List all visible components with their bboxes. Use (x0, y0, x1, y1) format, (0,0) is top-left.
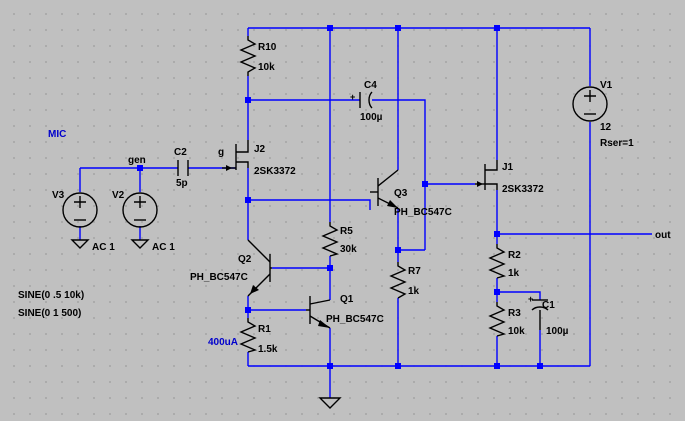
label-r5: R5 (340, 226, 353, 237)
value-r5: 30k (340, 244, 357, 255)
capacitor-c2[interactable] (177, 160, 189, 176)
wires (79, 27, 652, 398)
label-r2: R2 (508, 250, 521, 261)
net-label-g: g (218, 147, 224, 158)
svg-text:+: + (528, 294, 533, 304)
label-j2: J2 (254, 144, 266, 155)
value-c2: 5p (176, 178, 188, 189)
value-j2: 2SK3372 (254, 166, 296, 177)
value-v2: AC 1 (152, 242, 175, 253)
voltage-source-v3[interactable] (62, 192, 98, 228)
label-v1: V1 (600, 80, 613, 91)
label-q3: Q3 (394, 188, 408, 199)
ground-symbol-v3 (70, 239, 90, 249)
value-r7: 1k (408, 286, 420, 297)
value-q3: PH_BC547C (394, 207, 452, 218)
transistor-q3[interactable] (370, 169, 399, 209)
value-j1: 2SK3372 (502, 184, 544, 195)
voltage-source-v1[interactable] (572, 86, 608, 122)
label-v2: V2 (112, 190, 125, 201)
resistor-r2[interactable] (488, 244, 507, 279)
ground-symbol-v2 (130, 239, 150, 249)
svg-text:+: + (350, 92, 355, 102)
resistor-r7[interactable] (389, 262, 407, 299)
value-r1: 1.5k (258, 344, 278, 355)
label-r10: R10 (258, 42, 277, 53)
value-q1: PH_BC547C (326, 314, 384, 325)
resistor-r1[interactable] (239, 318, 258, 353)
value-r3: 10k (508, 326, 525, 337)
junctions (137, 25, 543, 369)
value-r2: 1k (508, 268, 520, 279)
label-v3: V3 (52, 190, 65, 201)
jfet-j2[interactable] (222, 140, 249, 171)
value-r10: 10k (258, 62, 275, 73)
voltage-source-v2[interactable] (122, 192, 158, 228)
label-q1: Q1 (340, 294, 354, 305)
transistor-q1[interactable] (306, 296, 331, 329)
current-annotation-400ua: 400uA (208, 337, 238, 348)
label-q2: Q2 (238, 254, 252, 265)
sim-directive-sine-1: SINE(0 .5 10k) (18, 290, 84, 301)
resistor-r3[interactable] (488, 302, 507, 337)
value-v3: AC 1 (92, 242, 115, 253)
label-j1: J1 (502, 162, 514, 173)
capacitor-c4[interactable]: + (350, 91, 373, 109)
value-c4: 100µ (360, 112, 383, 123)
label-r1: R1 (258, 324, 271, 335)
capacitor-c1[interactable]: + (528, 294, 549, 330)
ground-symbol-main (318, 397, 342, 409)
transistor-q2[interactable] (247, 239, 272, 297)
resistor-r5[interactable] (321, 222, 340, 257)
label-c4: C4 (364, 80, 377, 91)
label-c2: C2 (174, 147, 187, 158)
net-label-out: out (655, 230, 671, 241)
resistor-r10[interactable] (239, 36, 257, 76)
label-v1-rser: Rser=1 (600, 138, 634, 149)
net-label-mic: MIC (48, 129, 66, 140)
value-v1: 12 (600, 122, 612, 133)
label-r7: R7 (408, 266, 421, 277)
net-label-gen: gen (128, 155, 146, 166)
label-c1: C1 (542, 300, 555, 311)
label-r3: R3 (508, 308, 521, 319)
value-q2: PH_BC547C (190, 272, 248, 283)
value-c1: 100µ (546, 326, 569, 337)
sim-directive-sine-2: SINE(0 1 500) (18, 308, 81, 319)
jfet-j1[interactable] (475, 160, 498, 190)
